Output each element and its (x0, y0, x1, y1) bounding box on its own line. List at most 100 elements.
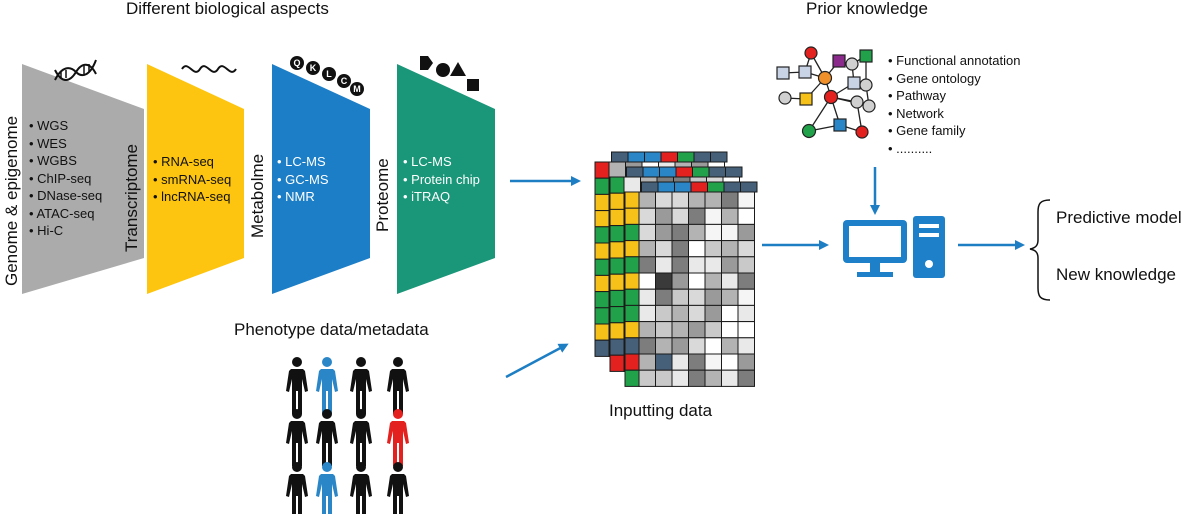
matrix-cell (638, 369, 656, 387)
metabolome-methods: • LC-MS• GC-MS• NMR (277, 153, 329, 206)
matrix-cell (627, 151, 645, 163)
matrix-cell (688, 191, 706, 209)
method-item: • DNase-seq (29, 188, 103, 203)
matrix-cell (737, 207, 755, 225)
transcriptome-label: Transcriptome (122, 143, 141, 252)
matrix-cell (657, 181, 675, 193)
matrix-cell (671, 256, 689, 274)
matrix-cell (624, 304, 640, 323)
matrix-cell (737, 337, 755, 355)
metabolome-label: Metabolme (248, 153, 267, 238)
method-item: • WGBS (29, 153, 77, 168)
matrix-cell (594, 307, 610, 325)
matrix-cell (609, 289, 625, 308)
method-item: • smRNA-seq (153, 171, 232, 187)
matrix-cell (609, 338, 625, 356)
matrix-cell (638, 272, 656, 290)
prior-knowledge-list: • Functional annotation• Gene ontology• … (888, 52, 1020, 157)
matrix-cell (737, 321, 755, 339)
matrix-cell (655, 369, 673, 387)
method-item: • WGS (29, 118, 69, 133)
matrix-cell (737, 369, 755, 387)
matrix-cell (721, 256, 739, 274)
matrix-cell (671, 272, 689, 290)
matrix-cell (692, 166, 710, 178)
aspects-title: Different biological aspects (126, 0, 329, 18)
matrix-cell (721, 191, 739, 209)
matrix-cell (638, 256, 656, 274)
matrix-cell (655, 337, 673, 355)
genome-methods: • WGS• WES• WGBS• ChIP-seq• DNase-seq• A… (29, 117, 102, 240)
transcriptome-panel (147, 64, 244, 294)
matrix-cell (609, 273, 625, 291)
matrix-cell (609, 176, 625, 194)
matrix-cell (737, 353, 755, 371)
matrix-cell (688, 256, 706, 274)
matrix-cell (638, 288, 656, 306)
matrix-cell (641, 181, 659, 193)
data-matrix-stack (594, 151, 758, 387)
matrix-cell (688, 272, 706, 290)
matrix-cell (737, 272, 755, 290)
matrix-cell (609, 257, 625, 275)
prior-knowledge-item: • Gene family (888, 123, 966, 138)
matrix-cell (642, 166, 660, 178)
matrix-cell (671, 304, 689, 323)
matrix-cell (638, 353, 656, 371)
matrix-cell (671, 321, 689, 339)
network-nodes (776, 46, 876, 139)
matrix-cell (693, 151, 711, 163)
method-item: • WES (29, 135, 67, 151)
metabolome-panel (272, 64, 370, 294)
matrix-cell (655, 207, 673, 225)
method-item: • LC-MS (403, 154, 452, 169)
proteome-panel (397, 64, 495, 294)
matrix-cell (623, 176, 641, 194)
matrix-cell (671, 207, 689, 225)
matrix-cell (608, 161, 626, 179)
matrix-cell (594, 339, 610, 357)
matrix-cell (609, 225, 625, 243)
matrix-cell (688, 304, 706, 323)
dna-icon (54, 59, 97, 81)
proteome-methods: • LC-MS• Protein chip• iTRAQ (403, 153, 480, 206)
matrix-cell (624, 288, 640, 306)
matrix-cell (690, 181, 708, 193)
matrix-cell (671, 223, 689, 242)
matrix-cell (671, 337, 689, 355)
matrix-cell (624, 272, 640, 290)
matrix-cell (721, 369, 739, 387)
matrix-cell (688, 337, 706, 355)
matrix-cell (624, 256, 640, 274)
matrix-cell (655, 321, 673, 339)
matrix-cell (594, 193, 610, 212)
matrix-cell (671, 369, 689, 387)
matrix-cell (721, 337, 739, 355)
prior-knowledge-title: Prior knowledge (806, 0, 928, 18)
matrix-cell (638, 191, 656, 209)
matrix-cell (660, 151, 678, 163)
metabolite-letter: K (306, 61, 320, 75)
matrix-cell (704, 321, 722, 339)
genome-panel (22, 64, 144, 294)
matrix-cell (704, 288, 722, 306)
metabolite-letter: M (350, 82, 364, 96)
rna-icon (181, 65, 237, 73)
prior-knowledge-item: • Pathway (888, 88, 947, 103)
metabolite-letter: Q (290, 56, 304, 70)
matrix-cell (655, 240, 673, 258)
genome-label: Genome & epigenome (2, 115, 21, 286)
matrix-cell (704, 337, 722, 355)
matrix-cell (704, 369, 722, 387)
matrix-cell (737, 304, 755, 323)
matrix-cell (638, 321, 656, 339)
matrix-cell (594, 291, 610, 309)
matrix-cell (655, 353, 673, 371)
matrix-cell (594, 177, 610, 195)
matrix-cell (609, 208, 625, 227)
matrix-cell (721, 272, 739, 290)
matrix-cell (740, 181, 758, 193)
matrix-cell (624, 191, 640, 209)
matrix-cell (644, 151, 662, 163)
method-item: • Protein chip (403, 171, 480, 187)
